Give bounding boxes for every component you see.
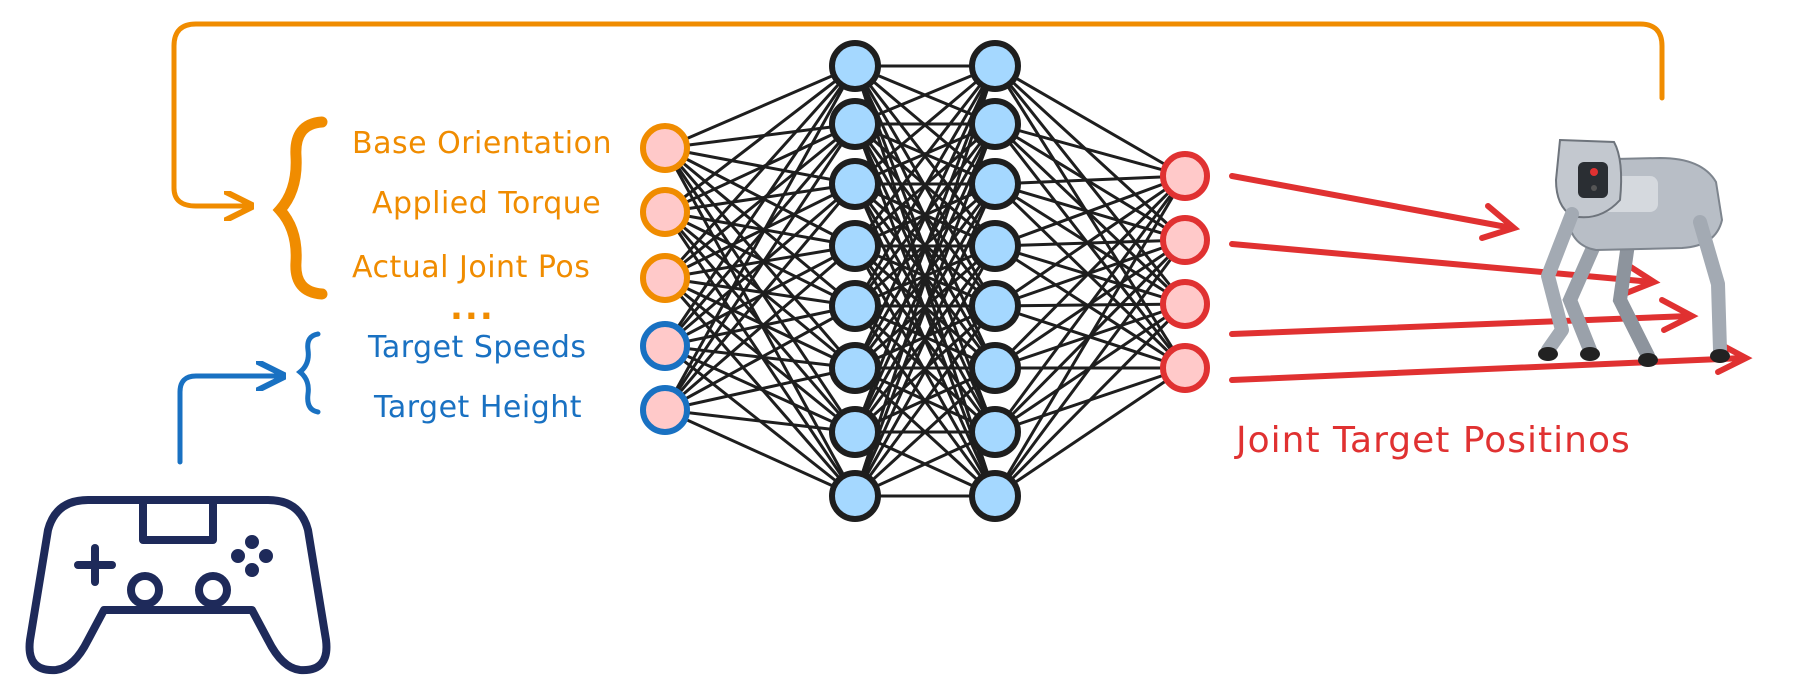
network-edge	[994, 64, 1186, 178]
network-edge	[664, 408, 856, 498]
network-edge	[664, 64, 856, 214]
input-ellipsis: ...	[450, 288, 495, 328]
hidden-node	[969, 280, 1021, 332]
network-edge	[664, 366, 856, 412]
network-edge	[853, 245, 997, 497]
input-label-base-orientation: Base Orientation	[352, 126, 612, 161]
network-edge	[664, 408, 856, 434]
gamepad-icon	[25, 496, 331, 675]
input-node	[640, 321, 690, 371]
network-edge	[853, 65, 997, 307]
network-edge	[664, 210, 856, 308]
network-edge	[993, 123, 1187, 369]
output-node	[1160, 215, 1210, 265]
network-edge	[993, 65, 1187, 369]
hidden-node	[969, 470, 1021, 522]
network-edge	[664, 244, 856, 280]
network-edge	[664, 276, 856, 308]
network-edge	[664, 244, 856, 412]
input-node	[640, 123, 690, 173]
network-edge	[993, 65, 1187, 305]
network-edge	[994, 244, 1186, 306]
network-edge	[663, 123, 857, 411]
output-node	[1160, 343, 1210, 393]
hidden-node	[829, 406, 881, 458]
network-edge	[664, 276, 856, 370]
network-edge	[993, 174, 1187, 370]
hidden-node	[829, 98, 881, 150]
hidden-node	[969, 406, 1021, 458]
feedback-loop-arrow	[171, 21, 1665, 206]
network-edge	[663, 65, 857, 411]
network-edge	[664, 122, 856, 280]
network-edge	[994, 174, 1186, 308]
hidden-node	[829, 220, 881, 272]
network-edge	[664, 146, 856, 186]
input-label-actual-joint-pos: Actual Joint Pos	[352, 250, 591, 285]
hidden-node	[829, 342, 881, 394]
network-edge	[663, 277, 857, 497]
feedback-brace	[272, 116, 328, 300]
network-edge	[993, 175, 1187, 433]
network-edge	[664, 146, 856, 308]
network-edge	[664, 182, 856, 214]
network-edge	[993, 302, 1187, 498]
controller-command-arrow	[177, 376, 280, 465]
output-node	[1160, 151, 1210, 201]
network-edge	[853, 65, 997, 247]
network-edge	[993, 64, 1187, 242]
output-arrowhead	[1621, 261, 1661, 297]
command-brace	[296, 331, 321, 415]
hidden-node	[969, 40, 1021, 92]
output-arrowhead	[1479, 203, 1521, 241]
output-label-joint-target-positions: Joint Target Positinos	[1236, 420, 1631, 461]
network-edge	[663, 183, 857, 411]
network-edge	[664, 210, 856, 370]
network-edge	[853, 305, 997, 497]
input-label-applied-torque: Applied Torque	[372, 186, 602, 221]
input-node	[640, 385, 690, 435]
network-edge	[994, 122, 1186, 178]
output-arrow	[1229, 313, 1693, 337]
network-edge	[993, 175, 1187, 497]
hidden-node	[829, 158, 881, 210]
network-edge	[994, 366, 1186, 498]
network-edge	[993, 239, 1187, 497]
hidden-node	[829, 280, 881, 332]
network-edge	[664, 210, 856, 248]
input-label-target-height: Target Height	[374, 390, 583, 425]
hidden-node	[969, 98, 1021, 150]
network-edge	[994, 238, 1186, 248]
network-edge	[664, 182, 856, 280]
network-edge	[994, 244, 1186, 370]
network-edge	[663, 65, 857, 347]
output-arrow	[1229, 173, 1515, 231]
network-edge	[664, 276, 856, 434]
network-edge	[853, 366, 997, 498]
network-edge	[994, 174, 1186, 186]
network-edge	[664, 304, 856, 412]
output-arrowhead	[1659, 297, 1699, 333]
network-edge	[664, 304, 856, 348]
hidden-node	[829, 470, 881, 522]
hidden-node	[829, 40, 881, 92]
network-edge	[664, 64, 856, 150]
network-edge	[663, 64, 857, 280]
input-label-target-speeds: Target Speeds	[368, 330, 587, 365]
hidden-node	[969, 158, 1021, 210]
network-edge	[664, 122, 856, 150]
hidden-node	[969, 342, 1021, 394]
hidden-node	[969, 220, 1021, 272]
output-arrow	[1229, 355, 1747, 383]
output-node	[1160, 279, 1210, 329]
input-node	[640, 187, 690, 237]
quadruped-robot-dog-icon	[1538, 138, 1730, 367]
network-edge	[994, 174, 1186, 248]
network-edge	[854, 64, 996, 186]
input-node	[640, 253, 690, 303]
network-edge	[664, 122, 856, 214]
